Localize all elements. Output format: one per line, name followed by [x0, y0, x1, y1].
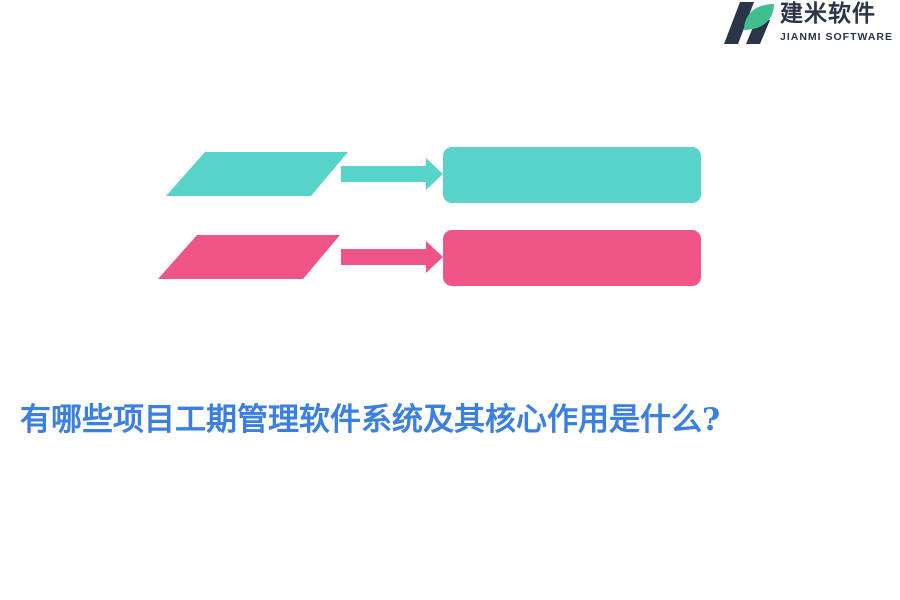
row2-arrow: [341, 241, 443, 273]
row2-parallelogram: [158, 235, 340, 279]
logo-subtitle: JIANMI SOFTWARE: [780, 31, 894, 43]
row1-arrow: [341, 158, 443, 190]
page-title: 有哪些项目工期管理软件系统及其核心作用是什么?: [20, 402, 721, 438]
row1-box: [443, 147, 701, 203]
logo-mark-dark-lower: [746, 20, 770, 44]
logo-mark-icon: [724, 2, 774, 44]
row2-box: [443, 230, 701, 286]
row1-parallelogram: [166, 152, 348, 196]
logo-mark-leaf: [744, 4, 774, 30]
logo-mark-dark-shape: [724, 2, 754, 44]
logo-name: 建米软件: [780, 1, 876, 27]
brand-logo: 建米软件 JIANMI SOFTWARE: [722, 0, 900, 48]
